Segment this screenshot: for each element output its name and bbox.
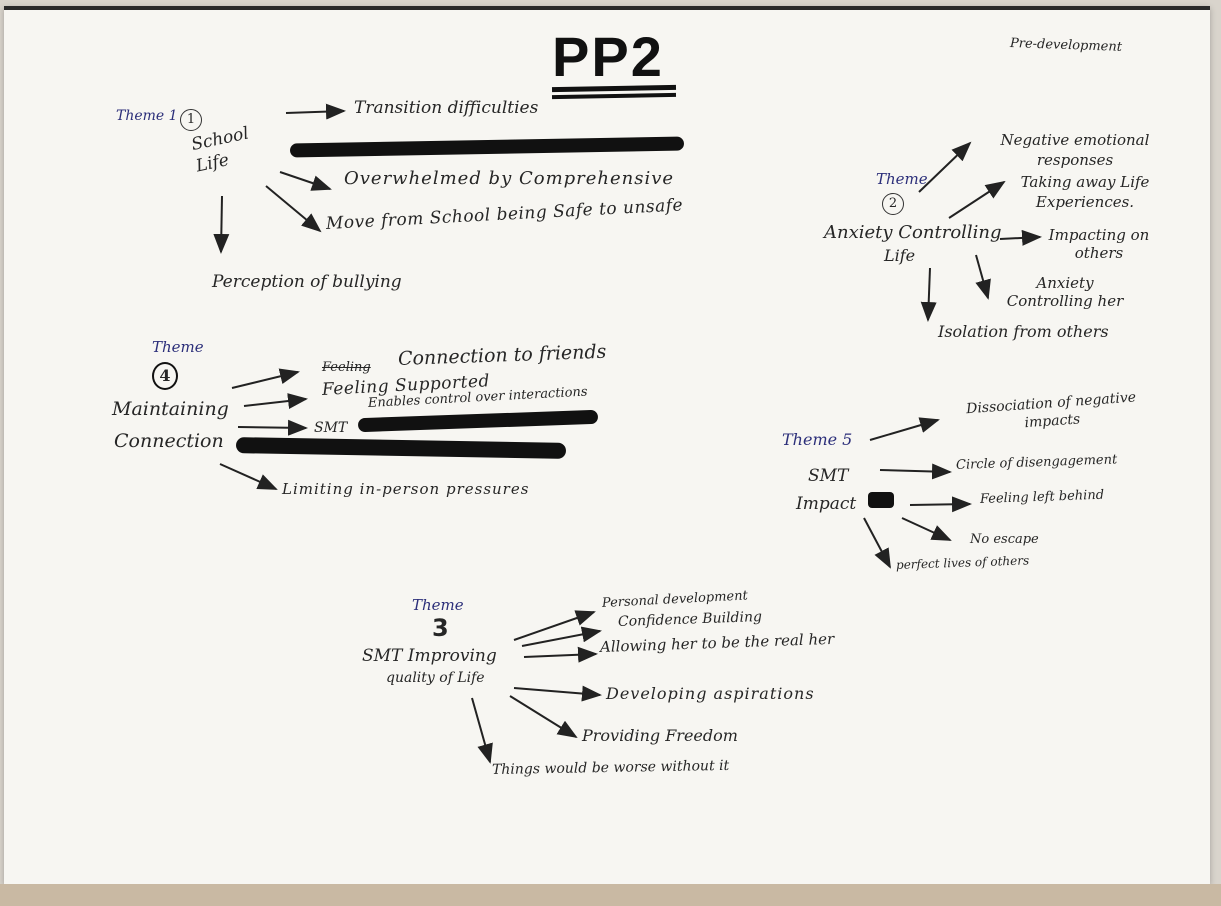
arrow-icon [948,180,1006,219]
theme3-center-line2: quality of Life [386,670,485,686]
theme5-item-4: No escape [970,532,1039,547]
theme2-item-2: Taking away Life Experiences. [1020,173,1150,211]
theme4-item-3: SMT [314,420,348,436]
theme4-number-badge: 4 [152,362,178,390]
theme3-center-line1: SMT Improving [362,646,497,666]
scribbled-out-mark [868,492,894,508]
arrow-icon [513,685,602,702]
arrows-layer [213,103,1042,764]
arrow-icon [219,463,278,490]
arrow-icon [920,267,937,322]
theme4-item-5: Limiting in-person pressures [282,480,530,498]
arrow-icon [237,419,308,436]
theme2-number: 2 [882,193,904,215]
theme2-item-3: Impacting on others [1048,226,1150,262]
theme2-item-1: Negative emotional responses [1000,131,1150,169]
theme1-item-1: Transition difficulties [354,98,539,118]
theme4-center-line2: Connection [114,430,224,452]
arrow-icon [279,171,332,191]
paper-sheet: PP2 Pre-development Theme 1 1 School Lif… [4,6,1210,884]
arrow-icon [879,463,952,480]
theme2-number-badge: 2 [882,192,904,215]
arrow-icon [901,517,952,541]
arrow-icon [975,254,991,300]
arrow-icon [513,610,596,641]
theme3-number: 3 [432,614,449,642]
arrow-icon [243,393,308,409]
arrow-icon [918,141,972,193]
theme3-item-4: Developing aspirations [606,684,815,703]
theme1-label: Theme 1 [116,108,178,124]
theme3-item-5: Providing Freedom [582,726,738,745]
arrow-icon [999,229,1042,246]
theme2-item-5: Isolation from others [938,322,1109,341]
theme5-center-line2: Impact [796,494,857,514]
arrow-icon [909,496,972,513]
theme3-label: Theme [412,596,464,614]
theme5-center-line1: SMT [808,466,849,486]
struck-word: Feeling [322,360,371,375]
arrow-icon [863,517,891,569]
theme4-center-line1: Maintaining [112,398,229,420]
arrow-icon [869,417,940,441]
arrow-icon [213,195,230,254]
arrow-icon [471,697,493,764]
theme2-item-4: Anxiety Controlling her [1006,274,1124,310]
arrow-icon [231,368,300,389]
arrow-icon [509,695,578,739]
theme4-label: Theme [152,338,204,356]
arrow-icon [523,646,598,663]
theme2-label: Theme [876,170,928,188]
arrow-icon [521,626,602,647]
background-surface [0,884,1221,906]
arrow-icon [265,185,322,233]
theme1-item-2: Overwhelmed by Comprehensive [344,168,675,189]
theme1-number: 1 [180,109,202,131]
theme5-label: Theme 5 [782,430,853,449]
theme2-center-line2: Life [884,246,916,265]
theme1-number-badge: 1 [180,108,202,131]
page-title: PP2 [552,25,664,88]
arrow-icon [285,103,346,120]
theme4-number: 4 [152,362,178,390]
theme2-center-line1: Anxiety Controlling [824,222,1002,243]
theme1-item-4: Perception of bullying [212,272,402,292]
